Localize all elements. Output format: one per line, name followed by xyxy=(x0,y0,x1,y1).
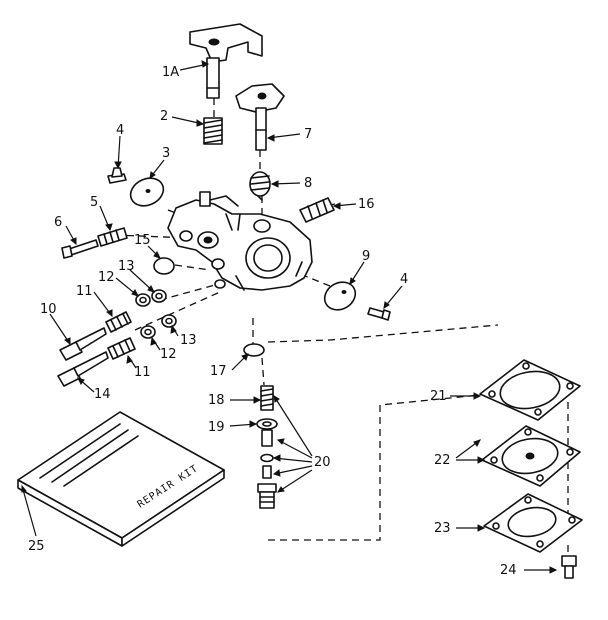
choke-plate-part-9 xyxy=(323,281,357,311)
label-part-24: 24 xyxy=(500,563,517,578)
label-part-13-upper: 13 xyxy=(118,259,135,274)
label-part-10: 10 xyxy=(40,302,57,317)
label-part-5: 5 xyxy=(90,195,98,210)
gasket-part-21 xyxy=(479,359,581,421)
repair-kit-box-part-25: REPAIR KIT xyxy=(17,411,225,547)
label-part-7: 7 xyxy=(304,127,312,142)
spring-part-5 xyxy=(97,227,128,247)
washer-part-19 xyxy=(256,418,278,430)
label-part-1a: 1A xyxy=(162,65,179,80)
spring-part-11-upper xyxy=(105,311,132,333)
part-labels: 1A 2 4 3 7 8 16 5 6 15 9 13 12 4 11 10 1… xyxy=(28,65,517,578)
label-part-2: 2 xyxy=(160,109,168,124)
seat-assembly-part-20 xyxy=(257,429,277,509)
label-part-25: 25 xyxy=(28,539,45,554)
diaphragm-part-22 xyxy=(481,425,581,487)
gasket-part-17 xyxy=(243,343,265,357)
label-part-22: 22 xyxy=(434,453,451,468)
label-part-11-lower: 11 xyxy=(134,365,151,380)
screw-part-24 xyxy=(561,555,577,579)
label-part-6: 6 xyxy=(54,215,62,230)
label-part-4-upper: 4 xyxy=(116,123,124,138)
welch-plug-part-15 xyxy=(153,257,175,275)
label-part-21: 21 xyxy=(430,389,447,404)
leader-lines xyxy=(21,60,558,574)
label-part-9: 9 xyxy=(362,249,370,264)
washer-part-12-upper xyxy=(135,293,151,307)
label-part-15: 15 xyxy=(134,233,151,248)
label-part-12-upper: 12 xyxy=(98,270,115,285)
throttle-plate-part-3 xyxy=(129,177,165,207)
label-part-18: 18 xyxy=(208,393,225,408)
choke-shaft-part-7 xyxy=(235,83,285,151)
o-ring-part-13-upper xyxy=(151,289,167,303)
screw-part-4-lower xyxy=(367,307,391,321)
label-part-19: 19 xyxy=(208,420,225,435)
screw-part-4-upper xyxy=(107,167,127,184)
washer-part-12-lower xyxy=(140,325,156,339)
spring-part-2 xyxy=(203,117,223,145)
fuel-inlet-part-16 xyxy=(299,197,335,223)
label-part-8: 8 xyxy=(304,176,312,191)
throttle-shaft-part-1a xyxy=(189,23,263,99)
label-part-23: 23 xyxy=(434,521,451,536)
spring-part-18 xyxy=(260,385,274,411)
spring-part-11-lower xyxy=(107,337,136,360)
label-part-13-lower: 13 xyxy=(180,333,197,348)
label-part-12-lower: 12 xyxy=(160,347,177,362)
label-part-4-lower: 4 xyxy=(400,272,408,287)
label-part-3: 3 xyxy=(162,146,170,161)
carburetor-body xyxy=(167,191,313,291)
cover-part-23 xyxy=(483,493,583,553)
label-part-17: 17 xyxy=(210,364,227,379)
label-part-16: 16 xyxy=(358,197,375,212)
choke-spring-part-8 xyxy=(249,171,271,201)
needle-valve-part-10 xyxy=(59,327,107,361)
label-part-20: 20 xyxy=(314,455,331,470)
label-part-14: 14 xyxy=(94,387,111,402)
label-part-11-upper: 11 xyxy=(76,284,93,299)
idle-screw-part-6 xyxy=(61,239,99,259)
o-ring-part-13-lower xyxy=(161,314,177,328)
needle-valve-part-14 xyxy=(57,351,109,387)
